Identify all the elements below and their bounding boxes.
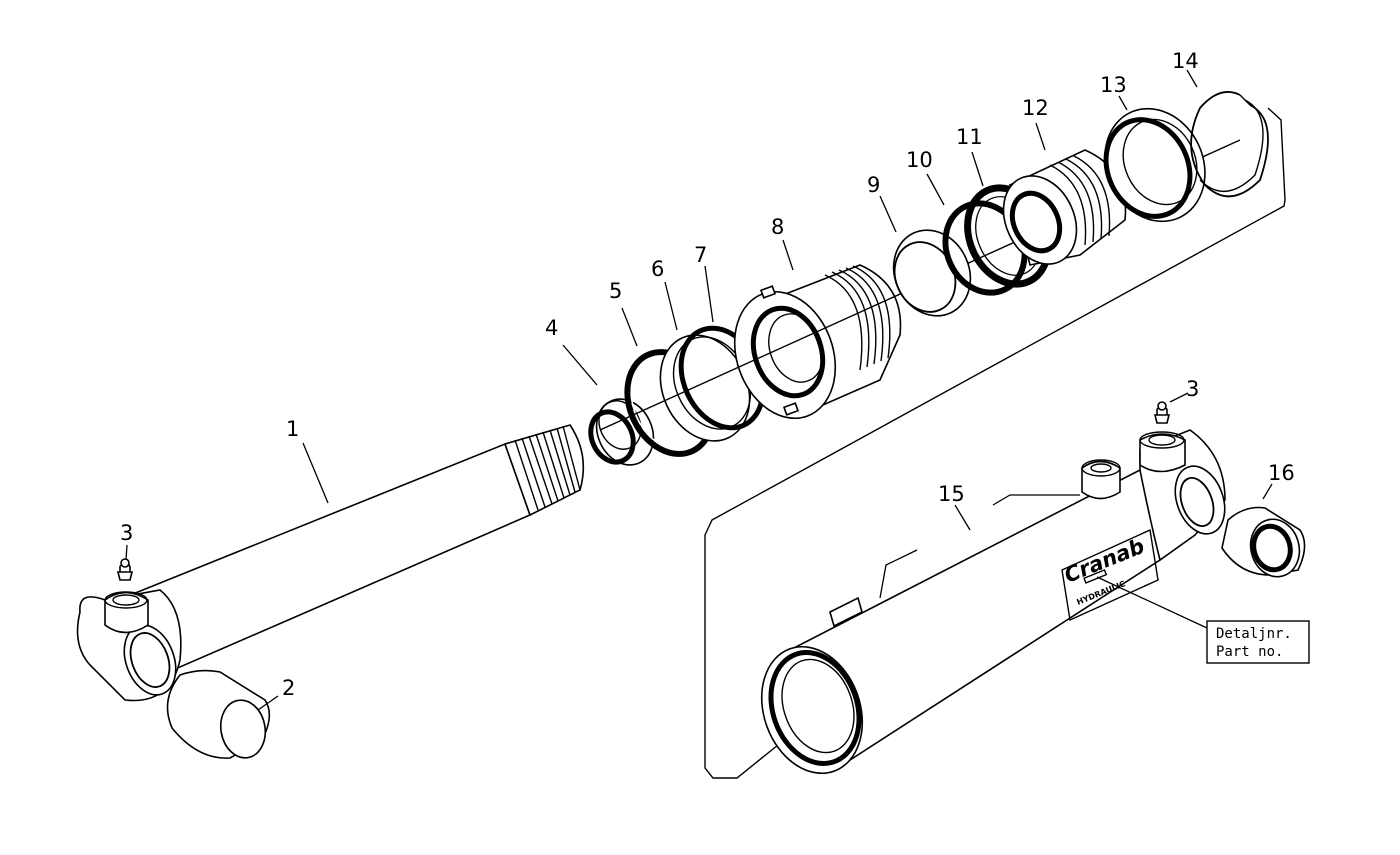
part-number-box: Detaljnr. Part no. <box>1206 620 1310 664</box>
seal-ring-icon <box>588 398 655 466</box>
piston-icon <box>733 264 902 420</box>
piston-rod-icon <box>76 424 585 702</box>
callout-2: 2 <box>282 676 295 700</box>
part-box-line1: Detaljnr. <box>1216 626 1292 642</box>
leader-lines <box>125 69 1273 711</box>
callout-6: 6 <box>651 257 664 281</box>
seal-ring-icon <box>1190 91 1269 198</box>
callout-10: 10 <box>906 148 933 172</box>
callout-5: 5 <box>609 279 622 303</box>
callout-12: 12 <box>1022 96 1049 120</box>
callout-3-right: 3 <box>1186 377 1199 401</box>
callout-14: 14 <box>1172 49 1199 73</box>
bushing-icon <box>166 669 271 759</box>
callout-4: 4 <box>545 316 558 340</box>
part-box-line2: Part no. <box>1216 644 1283 660</box>
callout-9: 9 <box>867 173 880 197</box>
callout-16: 16 <box>1268 461 1295 485</box>
callout-1: 1 <box>286 417 299 441</box>
callout-3-left: 3 <box>120 521 133 545</box>
callout-11: 11 <box>956 125 983 149</box>
callout-7: 7 <box>694 243 707 267</box>
seal-ring-icon <box>1103 107 1206 223</box>
piston-icon <box>1002 149 1127 266</box>
callout-8: 8 <box>771 215 784 239</box>
grease-nipple-icon <box>1153 401 1171 424</box>
cylinder-tube-icon: Cranab HYDRAULIC <box>760 429 1226 775</box>
callout-15: 15 <box>938 482 965 506</box>
bushing-icon <box>1221 506 1306 578</box>
assembly-frame <box>704 107 1286 779</box>
callout-13: 13 <box>1100 73 1127 97</box>
grease-nipple-icon <box>116 558 134 581</box>
